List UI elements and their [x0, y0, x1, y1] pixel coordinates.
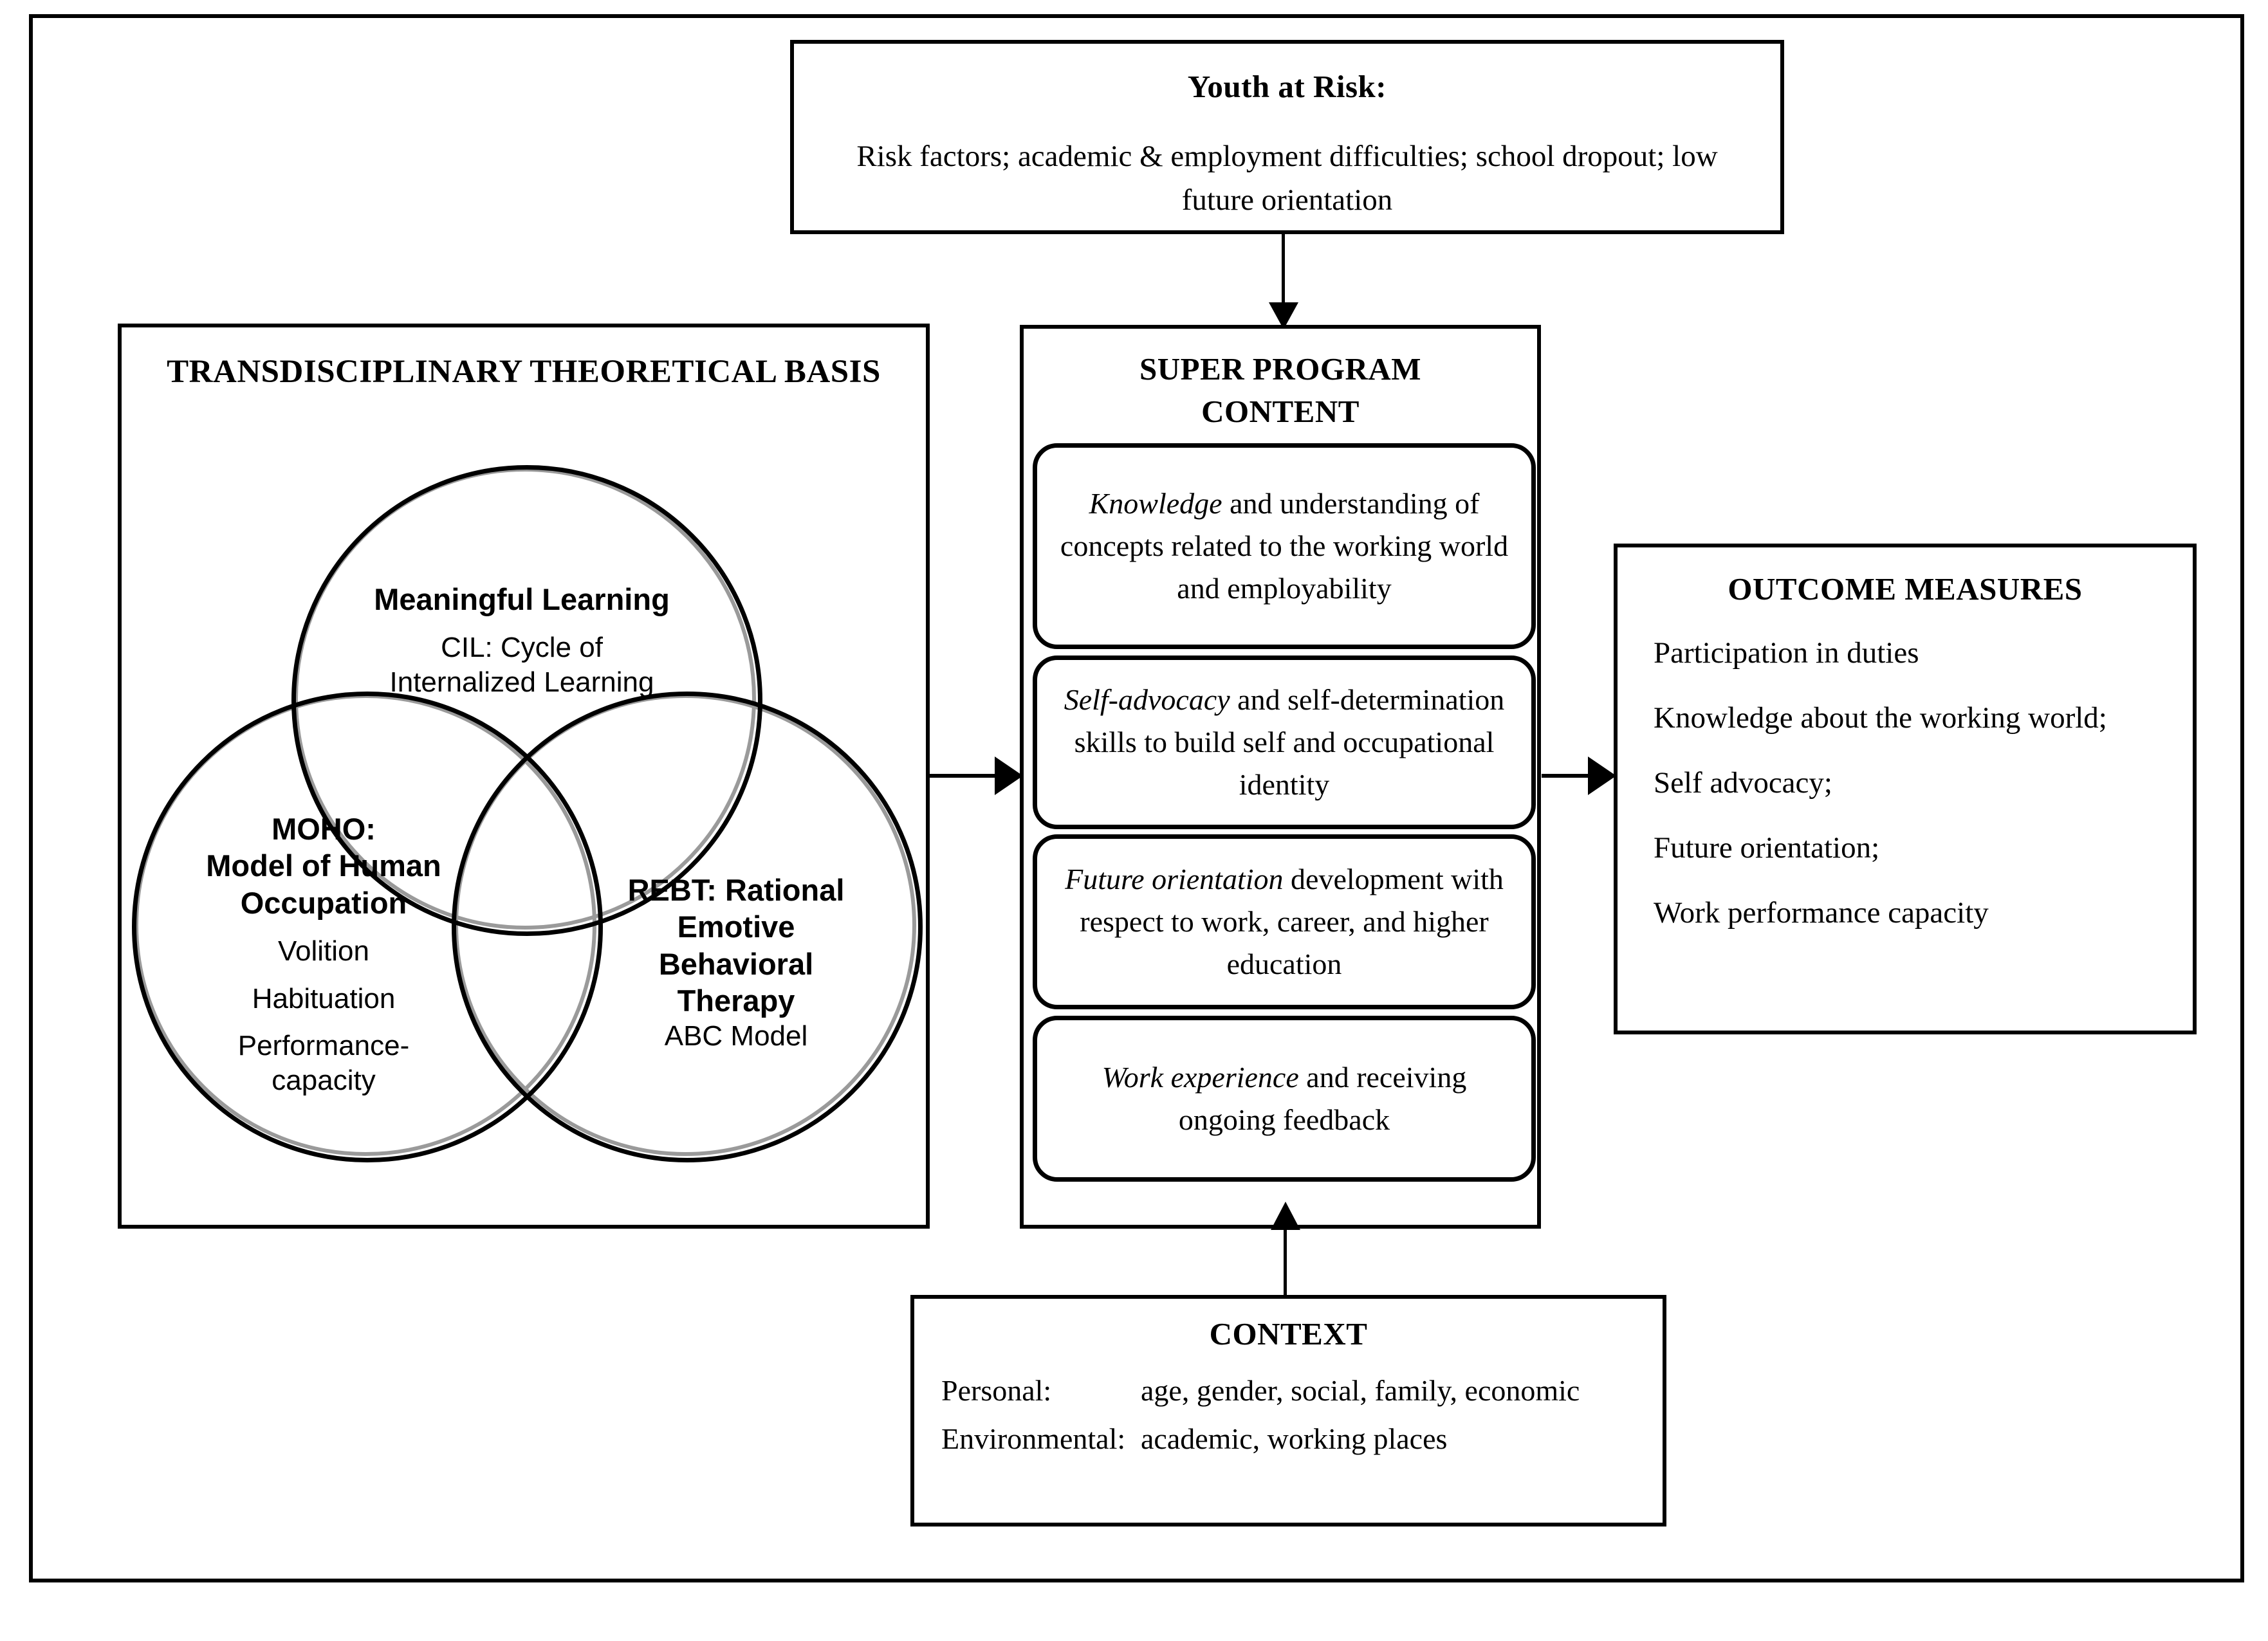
youth-at-risk-title: Youth at Risk:	[1187, 69, 1387, 104]
transdisciplinary-theoretical-basis-panel: TRANSDISCIPLINARY THEORETICAL BASIS Mean…	[118, 324, 930, 1229]
venn-top-line1: CIL: Cycle of	[441, 632, 603, 664]
venn-diagram: Meaningful Learning CIL: Cycle of Intern…	[132, 465, 923, 1224]
super-program-item-self-advocacy: Self-advocacy and self-determination ski…	[1033, 655, 1536, 829]
context-row-value: age, gender, social, family, economic	[1141, 1374, 1580, 1407]
arrow-context-to-super-head-icon	[1271, 1202, 1300, 1230]
arrow-context-to-super-shaft	[1284, 1229, 1287, 1296]
venn-label-rebt: REBT: Rational Emotive Behavioral Therap…	[578, 872, 894, 1054]
outcome-item: Knowledge about the working world;	[1654, 701, 2107, 735]
context-box: CONTEXT Personal: age, gender, social, f…	[910, 1295, 1666, 1526]
venn-right-heading3: Behavioral	[658, 946, 814, 981]
venn-right-heading2: Emotive	[677, 910, 795, 944]
super-item-3-emphasis: Future orientation	[1065, 862, 1284, 895]
super-program-item-work-experience: Work experience and receiving ongoing fe…	[1033, 1016, 1536, 1182]
super-item-4-rest: and receiving ongoing feedback	[1178, 1060, 1467, 1136]
venn-label-meaningful-learning: Meaningful Learning CIL: Cycle of Intern…	[316, 581, 728, 700]
venn-left-item1: Volition	[278, 935, 369, 967]
venn-left-item2: Habituation	[252, 982, 396, 1014]
context-row-label: Personal:	[941, 1374, 1052, 1407]
context-row-value: academic, working places	[1141, 1422, 1448, 1455]
context-row-personal: Personal: age, gender, social, family, e…	[941, 1371, 1663, 1411]
arrow-youth-to-super-shaft	[1282, 234, 1285, 309]
outcome-measures-box: OUTCOME MEASURES Participation in duties…	[1614, 544, 2197, 1034]
outcome-item: Participation in duties	[1654, 636, 1919, 670]
super-item-2-rest: and self-determination skills to build s…	[1074, 683, 1505, 802]
outcome-item: Future orientation;	[1654, 831, 1880, 865]
venn-right-item1: ABC Model	[664, 1020, 808, 1052]
venn-right-heading4: Therapy	[677, 983, 795, 1018]
context-table: Personal: age, gender, social, family, e…	[914, 1371, 1663, 1458]
venn-top-heading: Meaningful Learning	[374, 582, 670, 616]
arrow-super-to-outcome-shaft	[1542, 774, 1600, 778]
super-program-title-line1: SUPER PROGRAM	[1139, 351, 1421, 387]
super-item-2-emphasis: Self-advocacy	[1064, 683, 1230, 716]
outcome-measures-title: OUTCOME MEASURES	[1728, 571, 2083, 607]
arrow-super-to-outcome-head-icon	[1588, 756, 1616, 795]
venn-left-heading3: Occupation	[240, 885, 407, 920]
arrow-theory-to-super-shaft	[930, 774, 1006, 778]
context-row-environmental: Environmental: academic, working places	[941, 1420, 1663, 1459]
super-program-content-panel: SUPER PROGRAM CONTENT Knowledge and unde…	[1020, 325, 1541, 1229]
super-item-3-rest: development with respect to work, career…	[1080, 862, 1504, 981]
super-item-4-emphasis: Work experience	[1102, 1060, 1299, 1094]
venn-left-item3: Performance-	[237, 1030, 410, 1062]
outcome-item: Self advocacy;	[1654, 766, 1832, 800]
youth-at-risk-box: Youth at Risk: Risk factors; academic & …	[790, 40, 1784, 234]
venn-left-heading2: Model of Human	[206, 848, 441, 883]
youth-at-risk-body: Risk factors; academic & employment diff…	[856, 140, 1718, 217]
venn-left-heading1: MOHO:	[272, 812, 376, 846]
context-row-label: Environmental:	[941, 1422, 1126, 1455]
super-item-1-emphasis: Knowledge	[1089, 486, 1222, 520]
super-program-item-knowledge: Knowledge and understanding of concepts …	[1033, 443, 1536, 649]
outcome-item: Work performance capacity	[1654, 896, 1989, 930]
venn-top-line2: Internalized Learning	[389, 666, 654, 698]
venn-label-moho: MOHO: Model of Human Occupation Volition…	[143, 811, 504, 1098]
diagram-outer-frame	[29, 14, 2244, 1582]
theory-panel-title: TRANSDISCIPLINARY THEORETICAL BASIS	[167, 354, 881, 390]
arrow-theory-to-super-head-icon	[995, 756, 1023, 795]
venn-circle-rebt	[452, 692, 923, 1162]
venn-left-item4: capacity	[272, 1065, 376, 1096]
super-program-title-line2: CONTENT	[1201, 394, 1360, 430]
context-title: CONTEXT	[1209, 1316, 1368, 1352]
super-program-item-future-orientation: Future orientation development with resp…	[1033, 834, 1536, 1009]
super-item-1-rest: and understanding of concepts related to…	[1060, 486, 1509, 605]
venn-right-heading1: REBT: Rational	[627, 873, 845, 907]
outcome-measures-list: Participation in duties Knowledge about …	[1618, 636, 2193, 930]
